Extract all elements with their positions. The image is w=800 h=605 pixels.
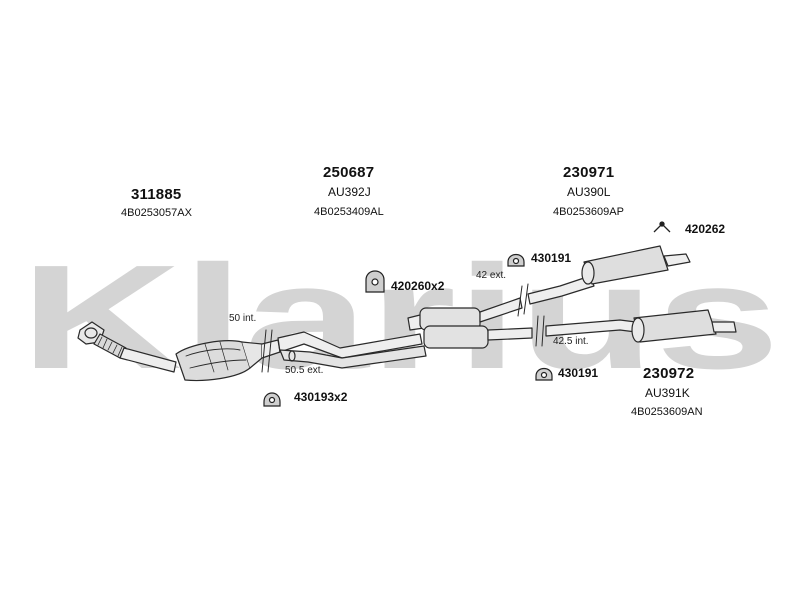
- part-label: 420260x2: [391, 279, 445, 293]
- group-alias: AU390L: [567, 185, 611, 199]
- dimension-label: 50.5 ext.: [285, 365, 324, 376]
- group-code: 4B0253409AL: [314, 206, 384, 218]
- rubber-mount-icon: [263, 392, 281, 407]
- group-number: 230971: [563, 164, 615, 181]
- exhaust-system: [77, 245, 737, 382]
- group-number: 230972: [643, 365, 695, 382]
- group-alias: AU392J: [328, 185, 371, 199]
- part-label: 430193x2: [294, 390, 348, 404]
- group-code: 4B0253609AP: [553, 206, 624, 218]
- rubber-mount-icon: [535, 367, 553, 381]
- dimension-label: 42 ext.: [476, 270, 507, 281]
- upper-middle-muffler: [407, 297, 523, 331]
- dimension-label: 50 int.: [229, 313, 257, 324]
- lower-middle-muffler: [423, 325, 533, 349]
- dimension-label: 42.5 int.: [553, 336, 589, 347]
- catalytic-converter: [175, 340, 263, 382]
- y-pipe: [277, 331, 427, 369]
- hanger-icon: [653, 221, 671, 233]
- group-code: 4B0253609AN: [631, 406, 703, 418]
- front-pipe: [119, 347, 177, 373]
- clamp-upper-rear: [517, 283, 529, 317]
- upper-rear-muffler: [527, 245, 691, 305]
- part-label: 430191: [531, 251, 572, 265]
- rubber-mount-icon: [507, 253, 525, 267]
- rubber-mount-icon: [365, 270, 385, 293]
- part-label: 430191: [558, 366, 599, 380]
- group-code: 4B0253057AX: [121, 207, 192, 219]
- part-label: 420262: [685, 222, 726, 236]
- clamp-front: [261, 329, 273, 373]
- group-number: 250687: [323, 164, 375, 181]
- group-alias: AU391K: [645, 386, 690, 400]
- group-number: 311885: [131, 186, 182, 203]
- lower-rear-muffler: [545, 309, 737, 343]
- clamp-lower-rear: [535, 315, 545, 347]
